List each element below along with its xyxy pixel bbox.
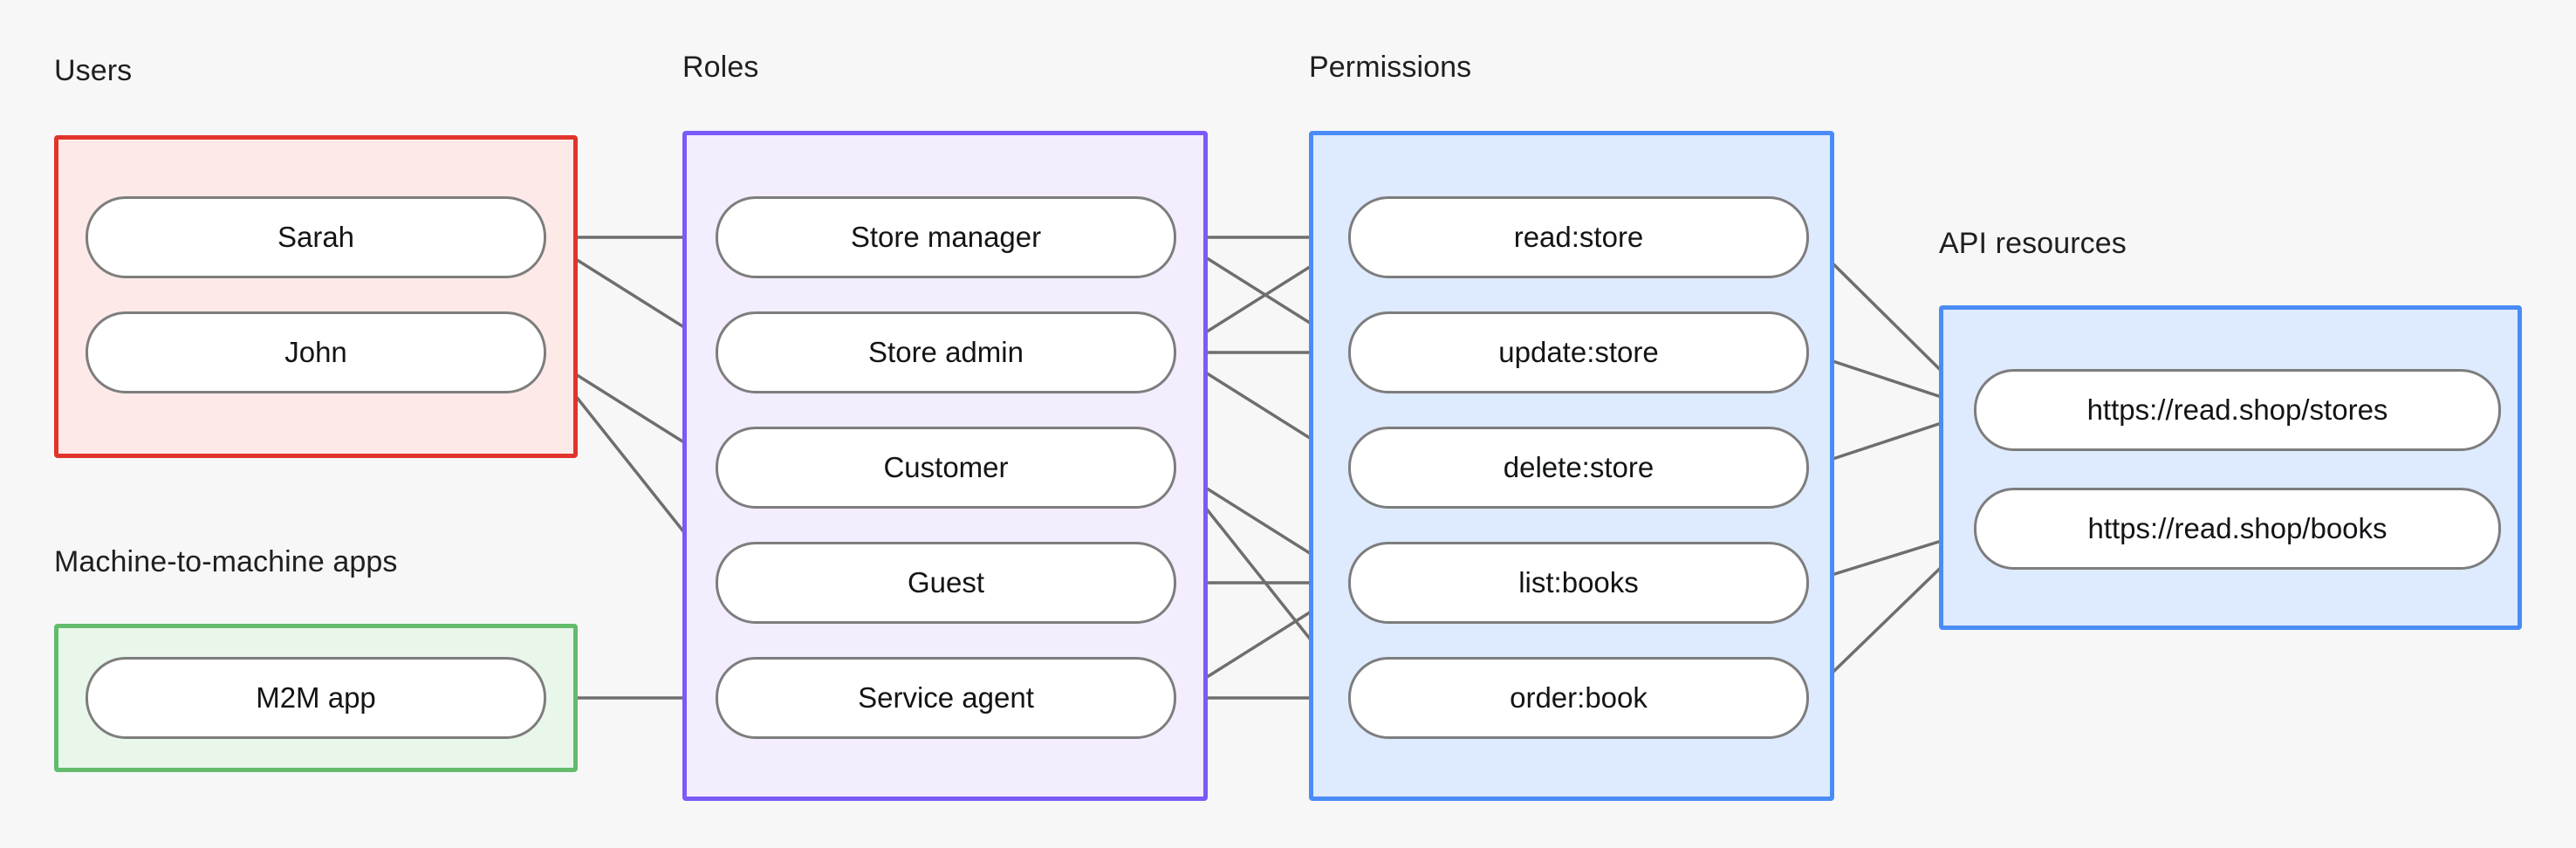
group-title-users: Users: [54, 54, 133, 87]
node-service-agent[interactable]: Service agent: [716, 657, 1176, 739]
node-customer[interactable]: Customer: [716, 427, 1176, 509]
group-title-m2m: Machine-to-machine apps: [54, 545, 398, 578]
node-guest[interactable]: Guest: [716, 542, 1176, 624]
node-read-shop-books[interactable]: https://read.shop/books: [1974, 488, 2501, 570]
node-update-store[interactable]: update:store: [1348, 311, 1809, 393]
group-title-api-resources: API resources: [1939, 227, 2127, 260]
node-delete-store[interactable]: delete:store: [1348, 427, 1809, 509]
node-list-books[interactable]: list:books: [1348, 542, 1809, 624]
node-store-manager[interactable]: Store manager: [716, 196, 1176, 278]
node-sarah[interactable]: Sarah: [86, 196, 546, 278]
group-box-users: [54, 135, 578, 458]
node-store-admin[interactable]: Store admin: [716, 311, 1176, 393]
node-m2m-app[interactable]: M2M app: [86, 657, 546, 739]
node-read-store[interactable]: read:store: [1348, 196, 1809, 278]
node-read-shop-stores[interactable]: https://read.shop/stores: [1974, 369, 2501, 451]
node-john[interactable]: John: [86, 311, 546, 393]
group-box-api-resources: [1939, 305, 2522, 630]
node-order-book[interactable]: order:book: [1348, 657, 1809, 739]
group-title-roles: Roles: [682, 51, 759, 84]
group-title-permissions: Permissions: [1309, 51, 1472, 84]
